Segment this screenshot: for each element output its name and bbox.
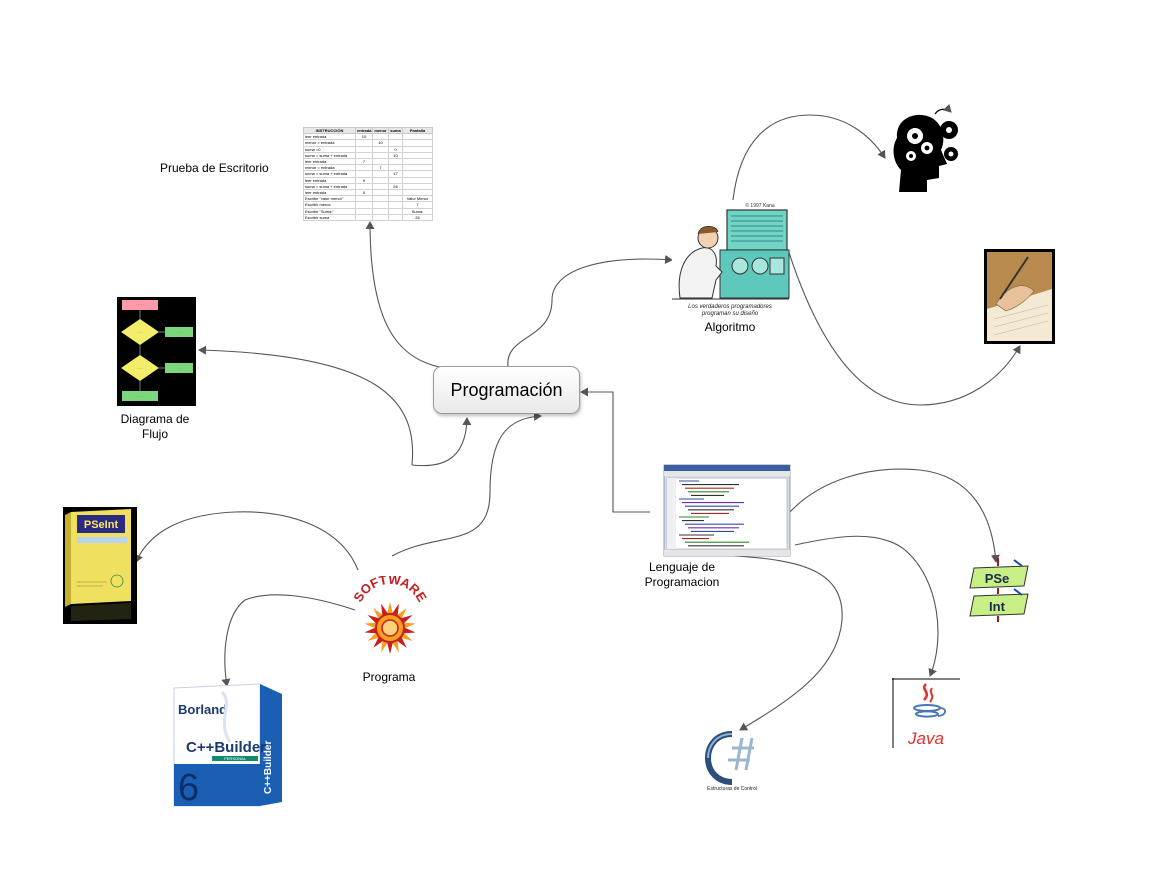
- software-petal: [403, 627, 416, 634]
- flow-decision-1-text: . . . .: [137, 330, 143, 334]
- link-pseint-logo: [789, 468, 1000, 563]
- node-label-lenguaje-line1: Lenguaje de: [648, 560, 716, 574]
- pseint-box-title: PSeInt: [84, 519, 119, 531]
- pseint-logo-text-1: PSe: [985, 571, 1010, 586]
- writing-hand-photo[interactable]: [984, 249, 1055, 344]
- node-label-lenguaje-line2: Programacion: [644, 575, 720, 589]
- central-topic-label: Programación: [450, 379, 563, 400]
- borland-cppbuilder-box[interactable]: C++Builder Borland C++Builder PERSONAL 6: [172, 683, 284, 809]
- flow-decision-1: [121, 319, 159, 345]
- java-logo[interactable]: Java: [892, 678, 962, 748]
- node-label-diagrama-line2: Flujo: [141, 427, 168, 441]
- programmer-cartoon[interactable]: © 1997 Kana Los verdaderos programadores…: [672, 200, 790, 317]
- software-petal: [364, 622, 377, 629]
- link-head: [732, 114, 886, 201]
- node-label-prueba: Prueba de Escritorio: [160, 161, 269, 175]
- software-petal: [403, 622, 416, 629]
- software-petal: [381, 603, 389, 616]
- node-label-programa: Programa: [362, 670, 416, 684]
- link-programa: [391, 411, 542, 557]
- software-badge-icon[interactable]: SOFTWARE: [344, 576, 436, 662]
- software-petal: [391, 603, 399, 616]
- cartoon-copyright: © 1997 Kana: [745, 202, 774, 209]
- borland-brand: Borland: [178, 702, 227, 717]
- software-petal: [381, 640, 389, 653]
- estructuras-control-logo[interactable]: Estructuras de Control: [698, 728, 764, 792]
- desk-table-cell: [388, 213, 403, 222]
- software-petal: [400, 632, 413, 641]
- svg-text:SOFTWARE: SOFTWARE: [350, 576, 430, 605]
- borland-version: 6: [178, 767, 199, 809]
- borland-edition: PERSONAL: [224, 756, 247, 761]
- flow-decision-2-text: . . . .: [137, 366, 143, 370]
- flow-process-2: [165, 363, 193, 373]
- desk-table-cell: 7: [402, 201, 433, 209]
- java-logo-text: Java: [907, 729, 944, 748]
- desk-table-cell: [355, 213, 373, 222]
- desk-table-header: suma: [388, 126, 403, 135]
- software-petal: [387, 642, 393, 654]
- flowchart-thumbnail[interactable]: . . . . . . . . . . . . . . . . . . . . …: [117, 297, 196, 406]
- link-java: [794, 535, 939, 677]
- desk-table-row: Escribir "Suma:"Suma:: [303, 207, 433, 215]
- central-topic[interactable]: Programación: [433, 366, 580, 414]
- desk-table-cell: 26: [402, 213, 433, 222]
- flow-end-text: . . . .: [137, 394, 143, 398]
- flow-process-2-text: . . .: [177, 366, 182, 370]
- software-petal: [400, 615, 413, 624]
- flow-process-1: [165, 327, 193, 337]
- borland-product: C++Builder: [186, 739, 266, 756]
- desk-table-row: Escribir suma 26: [303, 213, 433, 222]
- flow-end: [122, 391, 158, 401]
- link-pseint-box: [134, 511, 359, 571]
- estructuras-caption: Estructuras de Control: [707, 786, 757, 792]
- thinking-head-icon[interactable]: [887, 103, 965, 194]
- link-algoritmo: [507, 255, 673, 367]
- link-lenguaje: [580, 387, 650, 513]
- software-petal: [387, 602, 393, 614]
- desk-table-cell: Escribir suma: [303, 213, 356, 222]
- pseint-logo-text-2: Int: [989, 599, 1006, 614]
- software-badge-text: SOFTWARE: [350, 576, 430, 605]
- node-label-diagrama-line1: Diagrama de: [120, 412, 190, 426]
- pseint-logo[interactable]: PSe Int: [968, 556, 1030, 622]
- code-editor-thumbnail[interactable]: [663, 464, 791, 557]
- link-diagrama-tail: [411, 417, 472, 467]
- flow-start-text: . . . . .: [136, 302, 145, 306]
- desk-table-header: Pantalla: [402, 126, 433, 135]
- link-borland: [221, 594, 356, 687]
- link-estructuras: [734, 555, 843, 731]
- desk-table-cell: Suma:: [402, 207, 433, 215]
- cartoon-caption-1: Los verdaderos programadores: [688, 304, 772, 310]
- desk-table-cell: Valor Menor: [402, 195, 433, 203]
- node-label-lenguaje: Lenguaje de Programacion: [632, 560, 732, 590]
- desk-table-cell: [372, 213, 389, 222]
- cartoon-caption-2: programan su diseño: [701, 311, 759, 317]
- desk-table-header: menor: [372, 126, 389, 135]
- pseint-software-box[interactable]: PSeInt: [63, 507, 137, 624]
- software-petal: [367, 632, 380, 641]
- software-petal: [364, 627, 377, 634]
- software-petal: [367, 615, 380, 624]
- node-label-algoritmo: Algoritmo: [704, 320, 756, 334]
- node-label-diagrama: Diagrama de Flujo: [105, 412, 205, 442]
- link-prueba: [365, 221, 446, 369]
- link-diagrama-arrow: [198, 345, 414, 466]
- flow-process-1-text: . . .: [177, 330, 182, 334]
- flow-decision-2: [121, 355, 159, 381]
- software-petal: [391, 640, 399, 653]
- desk-table-header: entrada: [355, 126, 373, 135]
- borland-spine: C++Builder: [263, 741, 274, 794]
